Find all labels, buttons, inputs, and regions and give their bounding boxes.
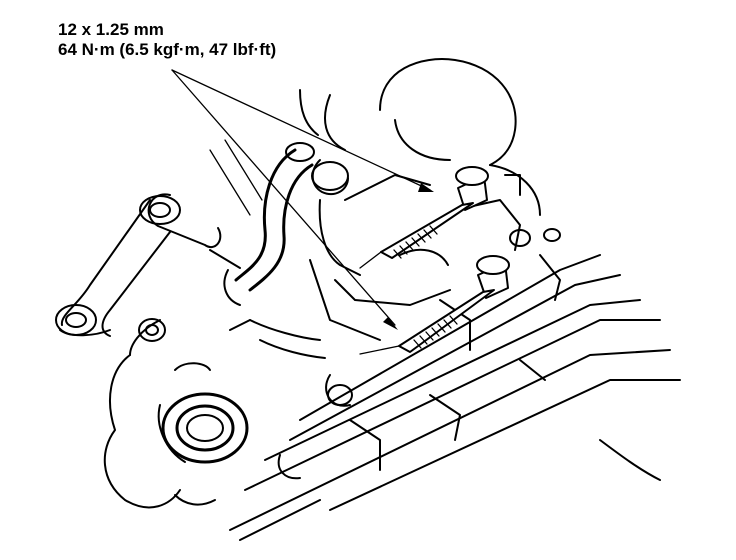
lower-block-rail — [229, 254, 681, 541]
bolt-size-label: 12 x 1.25 mm — [58, 20, 164, 39]
lower-mounting-bolt — [359, 255, 510, 355]
torque-spec-label: 64 N·m (6.5 kgf·m, 47 lbf·ft) — [58, 40, 277, 59]
engine-block-body — [229, 159, 561, 359]
upper-mounting-bolt — [359, 166, 489, 269]
leader-lines — [171, 69, 434, 330]
upper-housing — [299, 58, 541, 216]
crank-seal-boss — [103, 318, 249, 509]
coolant-hose — [209, 142, 315, 306]
left-support-arm — [55, 139, 263, 337]
